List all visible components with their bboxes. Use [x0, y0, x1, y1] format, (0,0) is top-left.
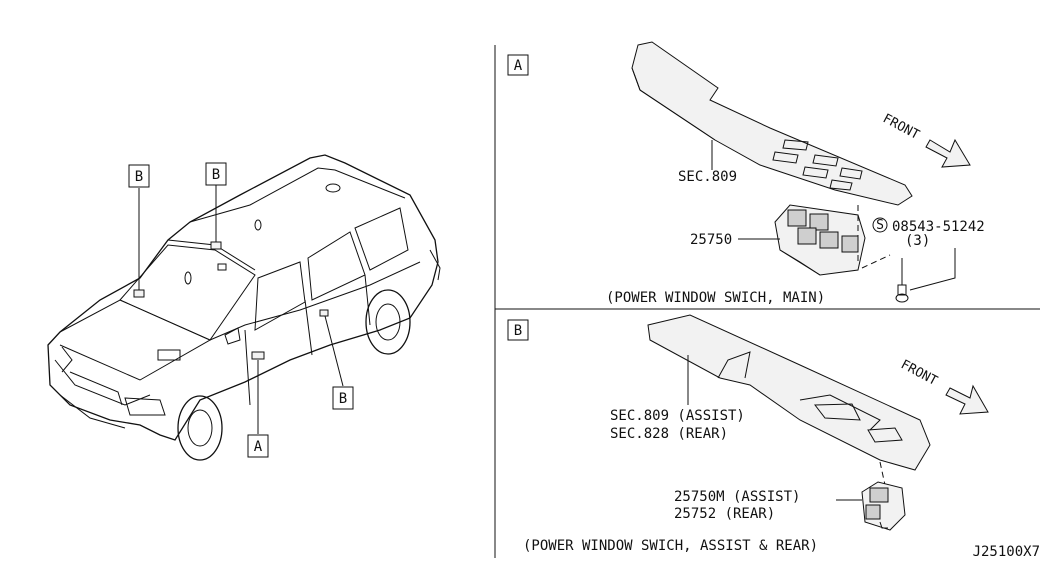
- switch-location-a: [251, 351, 265, 360]
- section-a-tag: A: [514, 58, 523, 74]
- callout-b-rear-door: B: [339, 391, 347, 407]
- part-number-rear: 25752 (REAR): [674, 506, 775, 522]
- panel-dividers: [494, 45, 1040, 558]
- power-window-switch-main: [774, 204, 866, 276]
- sec-ref-b-assist: SEC.809 (ASSIST): [610, 408, 745, 424]
- vehicle-callouts: B B B A: [128, 162, 354, 458]
- caption-b: (POWER WINDOW SWICH, ASSIST & REAR): [523, 538, 818, 554]
- section-b: B FRONT SEC.809 (ASSIST) SEC.828 (REAR) …: [507, 314, 989, 554]
- part-number-assist: 25750M (ASSIST): [674, 489, 800, 505]
- sec-ref-a: SEC.809: [678, 169, 737, 185]
- switch-location-b1: [133, 289, 145, 298]
- front-arrow-icon-b: [945, 384, 989, 415]
- power-window-switch-assist: [861, 481, 906, 531]
- front-arrow-icon-a: [925, 138, 971, 168]
- screw-part-number: 08543-51242: [892, 219, 985, 235]
- screw-icon: [895, 258, 909, 303]
- front-label-a: FRONT: [880, 111, 922, 143]
- screw-symbol-icon: [872, 217, 888, 233]
- trim-switch-openings: [772, 139, 863, 191]
- caption-a: (POWER WINDOW SWICH, MAIN): [606, 290, 825, 306]
- part-number-25750: 25750: [690, 232, 732, 248]
- front-label-b: FRONT: [898, 357, 940, 389]
- sec-ref-b-rear: SEC.828 (REAR): [610, 426, 728, 442]
- drawing-code: J25100X7: [973, 544, 1040, 560]
- switch-location-b3: [319, 309, 329, 317]
- vehicle-illustration: [47, 154, 441, 461]
- callout-a-front-door: A: [254, 439, 263, 455]
- switch-location-b2: [210, 241, 222, 250]
- screw-symbol: S: [876, 218, 884, 233]
- callout-b-roof-left: B: [135, 169, 143, 185]
- section-a: A FRO: [507, 41, 985, 306]
- door-armrest-trim-main: [631, 41, 913, 206]
- screw-quantity: (3): [905, 233, 930, 249]
- section-b-tag: B: [514, 323, 522, 339]
- door-armrest-trim-assist: [647, 314, 931, 471]
- callout-b-roof-center: B: [212, 167, 220, 183]
